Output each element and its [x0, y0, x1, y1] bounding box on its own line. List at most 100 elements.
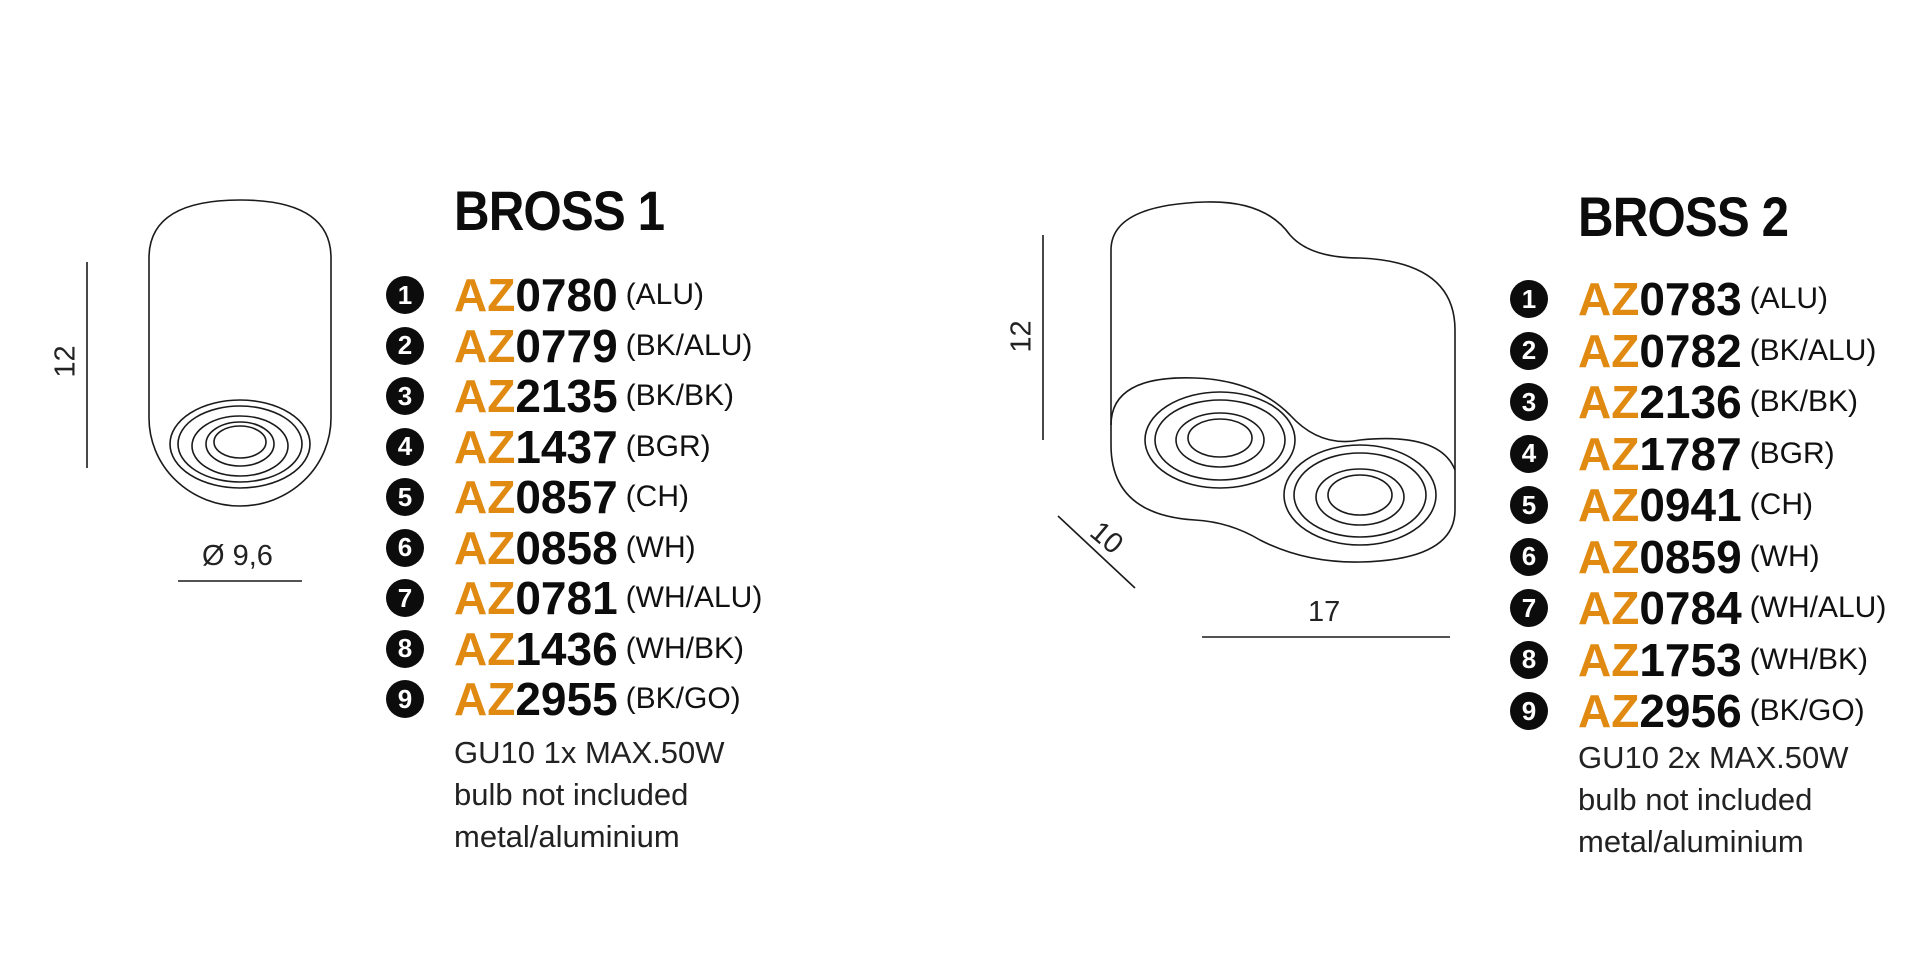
code-number: 0781 — [515, 572, 618, 624]
bross-2-ring-left-mid — [1154, 399, 1286, 481]
code-prefix: AZ — [454, 521, 516, 574]
bross-2-title: BROSS 2 — [1578, 185, 1789, 248]
item-number-badge: 3 — [386, 377, 424, 415]
code-number: 2136 — [1639, 376, 1742, 428]
bross-1-drawing — [86, 199, 332, 582]
code-prefix: AZ — [1578, 530, 1640, 583]
code-prefix: AZ — [1578, 324, 1640, 377]
code-prefix: AZ — [454, 420, 516, 473]
code-prefix: AZ — [454, 622, 516, 675]
item-number-badge: 7 — [1510, 589, 1548, 627]
color-variant: (ALU) — [1749, 282, 1829, 315]
color-variant: (CH) — [1749, 488, 1813, 521]
code-number: 0779 — [515, 319, 618, 372]
bross-2-hole-left — [1187, 418, 1253, 458]
code-prefix: AZ — [454, 572, 516, 624]
item-number-badge: 3 — [1510, 383, 1548, 421]
bross-2-top-recess — [1110, 377, 1456, 471]
item-number-badge: 8 — [1510, 640, 1548, 679]
bross-2-ring-left-inner — [1175, 412, 1265, 468]
item-number-badge: 1 — [1510, 280, 1548, 318]
bross-2-height-label: 12 — [1005, 320, 1038, 353]
code-number: 0783 — [1639, 273, 1742, 325]
bross-2-specs: GU10 2x MAX.50W bulb not included metal/… — [1578, 737, 1848, 863]
item-number-badge: 1 — [386, 276, 424, 314]
bross-2-spec-material: metal/aluminium — [1578, 824, 1804, 859]
code-prefix: AZ — [1578, 479, 1640, 531]
code-number: 1437 — [515, 420, 618, 473]
code-prefix: AZ — [1578, 376, 1640, 428]
code-prefix: AZ — [1578, 633, 1640, 686]
color-variant: (WH/BK) — [1749, 642, 1868, 676]
code-prefix: AZ — [454, 673, 516, 725]
bross-1-height-label: 12 — [49, 345, 82, 378]
code-number: 2956 — [1639, 685, 1742, 737]
item-number-badge: 8 — [386, 629, 424, 668]
color-variant: (CH) — [625, 480, 689, 513]
color-variant: (WH/BK) — [625, 631, 744, 665]
item-number-badge: 6 — [1510, 537, 1548, 576]
code-prefix: AZ — [454, 370, 516, 422]
code-prefix: AZ — [454, 471, 516, 523]
item-number-badge: 6 — [386, 528, 424, 567]
color-variant: (BK/GO) — [1749, 694, 1865, 727]
code-prefix: AZ — [1578, 427, 1640, 480]
code-number: 0780 — [515, 269, 618, 321]
item-number-badge: 9 — [1510, 692, 1548, 730]
item-number-badge: 4 — [386, 427, 424, 466]
color-variant: (WH/ALU) — [625, 581, 763, 614]
code-number: 1753 — [1639, 633, 1742, 686]
color-variant: (WH) — [625, 530, 696, 564]
code-number: 0857 — [515, 471, 618, 523]
code-number: 1787 — [1639, 427, 1742, 480]
code-prefix: AZ — [1578, 685, 1640, 737]
color-variant: (BK/BK) — [1749, 385, 1859, 418]
code-number: 2955 — [515, 673, 618, 725]
color-variant: (BGR) — [1749, 436, 1835, 470]
bross-2-spec-power: GU10 2x MAX.50W — [1578, 740, 1849, 775]
color-variant: (BK/ALU) — [1749, 333, 1877, 367]
color-variant: (WH/ALU) — [1749, 591, 1887, 624]
item-number-badge: 2 — [386, 326, 424, 365]
bross-2-hole-right — [1327, 474, 1393, 516]
bross-2-depth-line — [1057, 515, 1136, 589]
bross-1-ring-inner — [191, 415, 289, 477]
bross-1-spec-power: GU10 1x MAX.50W — [454, 735, 725, 770]
bross-2-ring-right-inner — [1315, 468, 1405, 526]
bross-1-spec-bulb: bulb not included — [454, 777, 689, 812]
bross-2-spec-bulb: bulb not included — [1578, 782, 1813, 817]
bross-1-specs: GU10 1x MAX.50W bulb not included metal/… — [454, 732, 724, 858]
code-number: 2135 — [515, 370, 618, 422]
code-prefix: AZ — [1578, 273, 1640, 325]
bross-2-width-label: 17 — [1308, 596, 1341, 628]
color-variant: (BK/GO) — [625, 682, 741, 715]
bross-1-body-outline — [148, 199, 332, 507]
code-number: 0784 — [1639, 582, 1742, 634]
item-number-badge: 5 — [386, 478, 424, 516]
bross-1-diameter-label: Ø 9,6 — [202, 540, 273, 572]
color-variant: (ALU) — [625, 278, 705, 311]
bross-1-lamp-hole — [205, 421, 275, 467]
bross-1-title: BROSS 1 — [454, 179, 665, 242]
item-number-badge: 4 — [1510, 434, 1548, 473]
color-variant: (BK/ALU) — [625, 328, 753, 362]
code-number: 0941 — [1639, 479, 1742, 531]
color-variant: (BK/BK) — [625, 379, 735, 412]
code-prefix: AZ — [1578, 582, 1640, 634]
code-prefix: AZ — [454, 319, 516, 372]
